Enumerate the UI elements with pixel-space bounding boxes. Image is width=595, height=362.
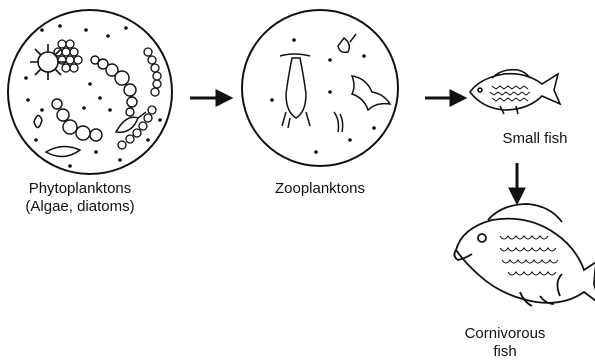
zooplankton-label: Zooplanktons xyxy=(255,180,385,198)
carnivorous-fish-label-line2: fish xyxy=(445,343,565,361)
phytoplankton-label-line2: (Algae, diatoms) xyxy=(0,198,160,216)
phytoplankton-illustration xyxy=(8,10,172,174)
carnivorous-fish-label-line1: Cornivorous xyxy=(445,325,565,343)
small-fish-illustration xyxy=(470,70,560,114)
zooplankton-label-text: Zooplanktons xyxy=(255,180,385,198)
carnivorous-fish-illustration xyxy=(454,204,595,306)
small-fish-label-text: Small fish xyxy=(480,130,590,148)
zooplankton-illustration xyxy=(242,10,398,166)
carnivorous-fish-label: Cornivorous fish xyxy=(445,325,565,361)
small-fish-label: Small fish xyxy=(480,130,590,148)
phytoplankton-label: Phytoplanktons (Algae, diatoms) xyxy=(0,180,160,216)
phytoplankton-label-line1: Phytoplanktons xyxy=(0,180,160,198)
